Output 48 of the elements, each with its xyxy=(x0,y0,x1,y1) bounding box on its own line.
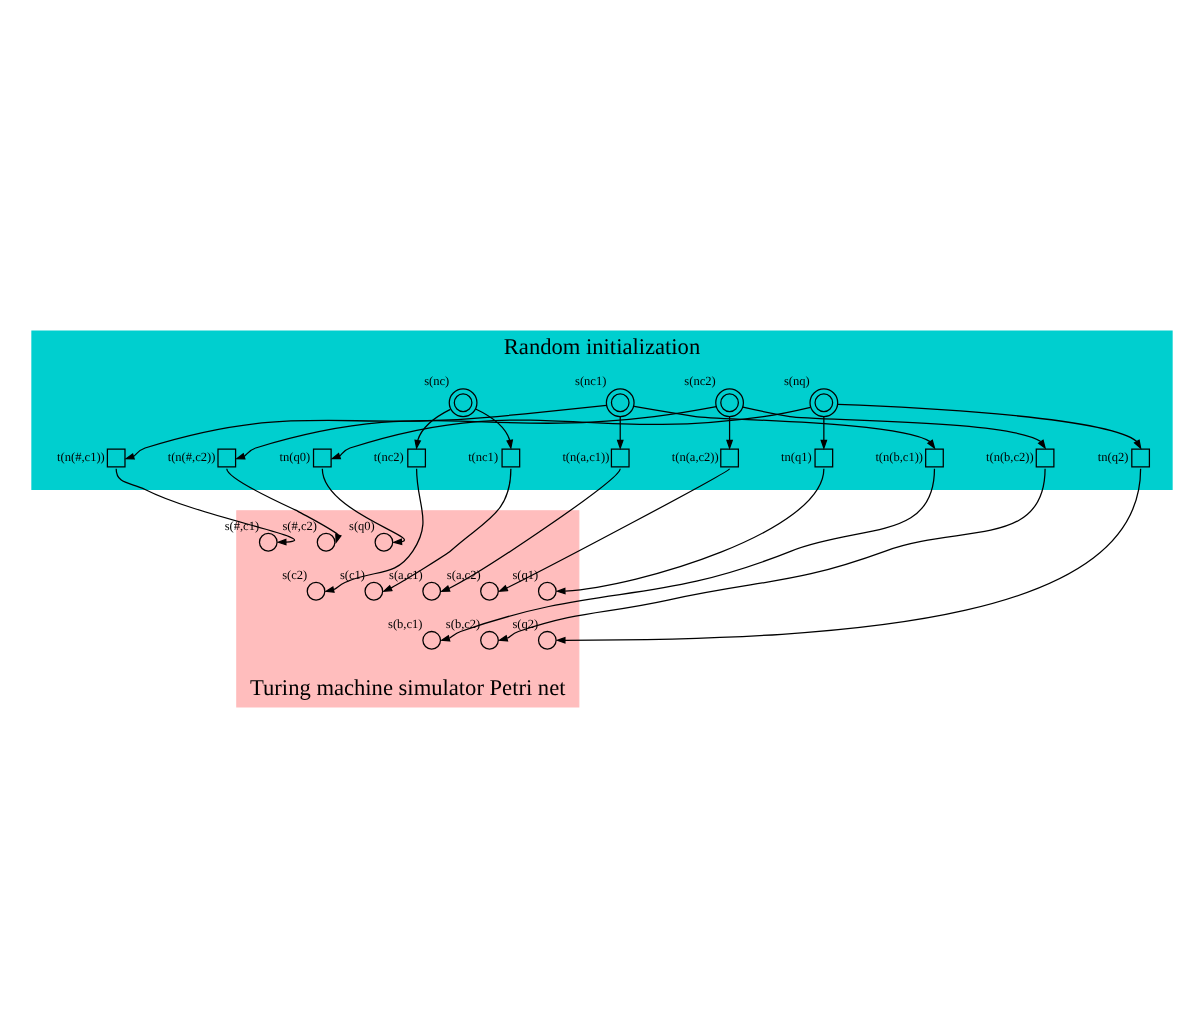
node-box xyxy=(501,447,521,467)
arrow xyxy=(820,415,828,449)
node-circle xyxy=(374,531,394,551)
arrow xyxy=(439,467,621,591)
arrow xyxy=(497,467,1046,641)
node-box xyxy=(407,447,427,467)
arrow xyxy=(616,415,624,449)
arrow xyxy=(324,467,424,592)
node-box xyxy=(814,447,834,467)
node-circle xyxy=(715,387,745,417)
arrow xyxy=(555,467,825,594)
arrow xyxy=(235,404,717,459)
arrow xyxy=(115,467,295,545)
node-circle xyxy=(448,387,478,417)
node-box xyxy=(720,447,739,467)
node-box xyxy=(1131,447,1151,467)
node-circle xyxy=(809,387,839,417)
arrow xyxy=(414,407,452,449)
arrow xyxy=(555,467,1142,643)
arrow xyxy=(837,402,1142,449)
node-box xyxy=(610,447,630,467)
node-circle xyxy=(364,580,384,600)
node-circle xyxy=(480,629,499,649)
arrow xyxy=(726,415,734,449)
arrow xyxy=(226,467,342,544)
node-circle xyxy=(537,629,557,649)
node-box xyxy=(217,447,237,467)
node-circle xyxy=(316,531,336,551)
node-box xyxy=(312,447,332,467)
arrow xyxy=(742,405,1047,449)
arrow xyxy=(633,404,936,449)
node-circle xyxy=(422,580,442,600)
node-circle xyxy=(537,580,557,600)
arrow xyxy=(382,467,512,592)
node-circle xyxy=(258,531,278,551)
arrow xyxy=(124,403,608,459)
arrow xyxy=(475,407,514,449)
arrow xyxy=(439,467,936,641)
node-circle xyxy=(480,580,499,600)
arrow xyxy=(330,405,812,459)
arrow xyxy=(497,467,731,592)
node-circle xyxy=(306,580,326,600)
node-box xyxy=(1035,447,1055,467)
node-circle xyxy=(605,387,635,417)
node-box xyxy=(925,447,944,467)
arrow xyxy=(321,467,406,545)
node-circle xyxy=(422,629,442,649)
node-box xyxy=(106,447,126,467)
